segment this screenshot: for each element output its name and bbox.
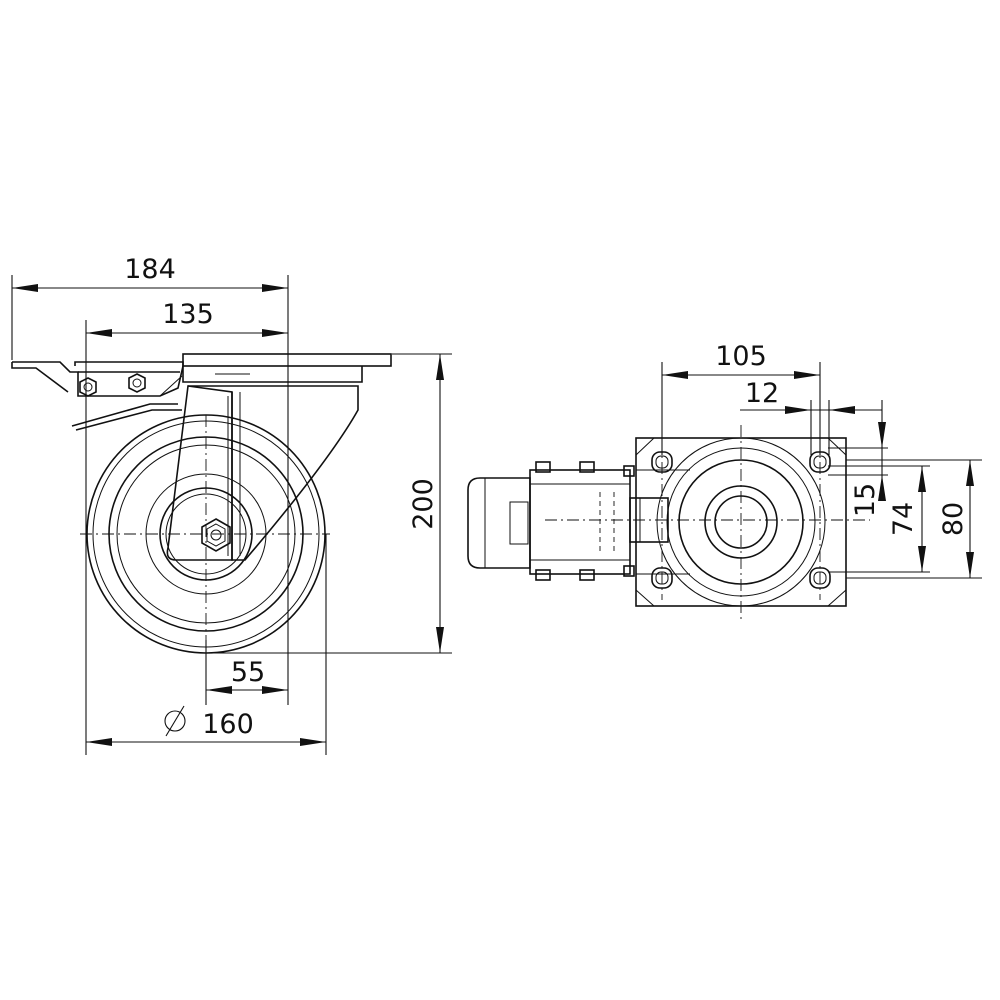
- dim-overall-length: 184: [12, 254, 288, 292]
- fork-block: [529, 461, 669, 581]
- dim-hole-diameter: 12: [740, 378, 882, 414]
- dim-plate-width: 105: [662, 341, 820, 379]
- dim-total-height: 200: [408, 354, 444, 653]
- pedal-bolt-1: [79, 377, 97, 397]
- top-view: 105 12 15 74 80: [467, 341, 982, 620]
- mounting-plate: [182, 353, 392, 383]
- dim-hole-spacing: 74: [888, 466, 926, 572]
- brake-pedal: [11, 361, 184, 431]
- dim-plate-to-axle: 135: [86, 299, 288, 337]
- pedal-bolt-2: [128, 373, 146, 393]
- fork: [166, 385, 359, 561]
- dim-15-label: 15: [850, 483, 881, 517]
- dim-200-label: 200: [408, 478, 439, 530]
- diameter-symbol: [164, 705, 186, 737]
- dim-80-label: 80: [938, 502, 969, 536]
- brake-housing: [467, 477, 531, 569]
- dim-offset: 55: [206, 657, 288, 694]
- dim-12-label: 12: [745, 378, 779, 409]
- dim-55-label: 55: [231, 657, 265, 688]
- side-extension-lines: [11, 275, 452, 755]
- dim-184-label: 184: [124, 254, 176, 285]
- dim-hole-slot: 15: [850, 400, 886, 517]
- dim-105-label: 105: [715, 341, 767, 372]
- axle-nut: [201, 518, 231, 552]
- dim-135-label: 135: [162, 299, 214, 330]
- dim-plate-height: 80: [938, 460, 974, 578]
- side-view: 184 135 200 55: [11, 254, 452, 755]
- dim-74-label: 74: [888, 502, 919, 536]
- top-extension-lines: [661, 362, 982, 579]
- dim-wheel-diameter: 160: [86, 705, 326, 746]
- dim-160-label: 160: [202, 709, 254, 740]
